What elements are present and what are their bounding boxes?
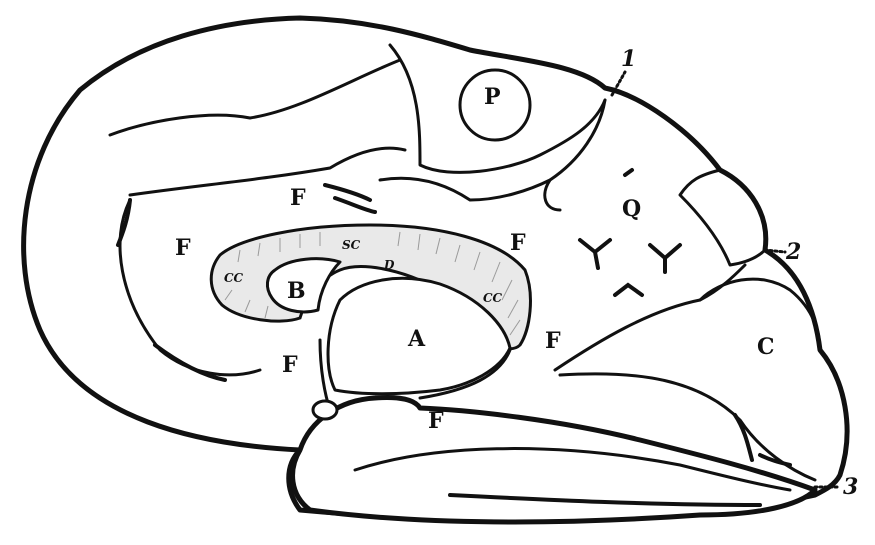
label-q: Q [622,196,641,222]
label-f-bottom: F [428,408,444,434]
label-cc-right: CC [483,291,503,305]
label-f-mid: F [510,230,526,256]
label-f-right: F [545,328,561,354]
label-3: 3 [843,474,858,500]
small-body [313,401,337,419]
label-c: C [757,334,775,360]
label-2: 2 [785,239,801,265]
label-sc: SC [342,238,361,252]
label-cc-left: CC [224,271,244,285]
label-b: B [287,278,306,304]
label-a: A [407,326,426,352]
label-1: 1 [621,46,636,72]
label-f-left: F [175,235,191,261]
label-p: P [484,84,501,110]
label-f-top: F [290,185,306,211]
label-d: D [383,258,395,272]
label-f-lower-left: F [282,352,298,378]
